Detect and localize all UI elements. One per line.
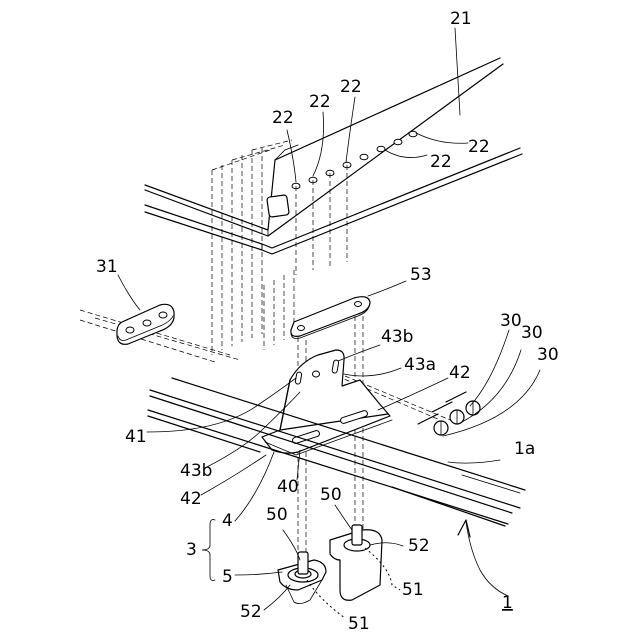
bracket-4 [262, 350, 392, 455]
label-bolt-2: 30 [521, 323, 543, 343]
label-rail-holes-4: 22 [430, 152, 452, 172]
clip-50-rear [330, 525, 382, 600]
label-bracket-base: 40 [277, 477, 299, 497]
label-clip-tab-front: 51 [348, 614, 370, 634]
label-slot-b-top: 43b [381, 327, 413, 347]
label-lower-assembly: 3 [186, 540, 197, 560]
label-beam: 1 [502, 593, 513, 613]
label-strip: 53 [410, 265, 432, 285]
label-clip-front: 50 [266, 505, 288, 525]
label-bracket-slot-left: 42 [180, 489, 202, 509]
label-bolt-1: 30 [500, 311, 522, 331]
rail-21 [145, 58, 522, 254]
label-rail-holes-1: 22 [272, 108, 294, 128]
label-clip-tab-rear: 51 [402, 580, 424, 600]
label-plate: 31 [96, 257, 118, 277]
rail-holes [292, 131, 417, 189]
label-slot-b-bottom: 43b [180, 461, 212, 481]
label-bracket-wall: 41 [125, 427, 147, 447]
clip-50-front [278, 552, 326, 604]
label-clip-pin-front: 52 [240, 602, 262, 622]
strip-53 [291, 297, 370, 339]
label-rail-holes-5: 22 [468, 137, 490, 157]
label-clip-pin-rear: 52 [408, 536, 430, 556]
label-bracket: 4 [222, 511, 233, 531]
label-bracket-slot-right: 42 [449, 363, 471, 383]
label-bolt-3: 30 [537, 345, 559, 365]
label-rail-holes-3: 22 [340, 77, 362, 97]
label-clip-rear: 50 [320, 485, 342, 505]
label-clip-part: 5 [222, 567, 233, 587]
label-rail-holes-2: 22 [309, 92, 331, 112]
label-rail: 21 [450, 9, 472, 29]
label-beam-face: 1a [514, 439, 535, 459]
label-slot-a: 43a [404, 355, 436, 375]
bolts-30 [418, 392, 480, 435]
